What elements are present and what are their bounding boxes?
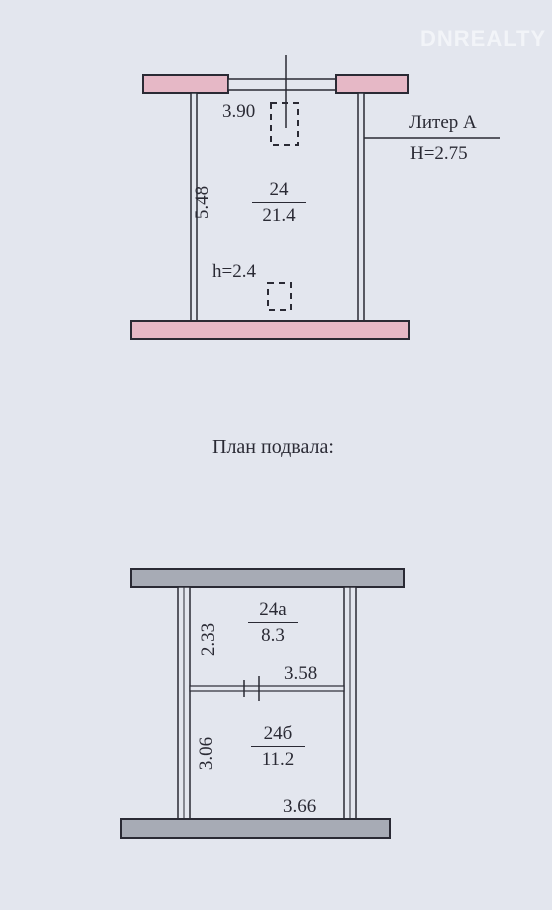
room-number: 24 bbox=[252, 180, 306, 203]
bottom-wall bbox=[130, 320, 410, 340]
ground-floor-plan bbox=[130, 55, 500, 340]
upper-length-dimension: 2.33 bbox=[198, 622, 220, 657]
room-area: 11.2 bbox=[261, 748, 295, 770]
bottom-width-dimension: 3.66 bbox=[283, 796, 317, 817]
room-number: 24а bbox=[248, 600, 298, 623]
length-dimension: 5.48 bbox=[192, 185, 214, 220]
width-dimension: 3.90 bbox=[222, 101, 256, 122]
lower-length-dimension: 3.06 bbox=[196, 736, 218, 771]
room-24b-label: 24б 11.2 bbox=[251, 724, 305, 770]
top-wall-right bbox=[335, 74, 409, 94]
room-24a-label: 24а 8.3 bbox=[248, 600, 298, 646]
vent-box-top bbox=[270, 102, 299, 146]
basement-top-wall bbox=[130, 568, 405, 588]
basement-plan bbox=[120, 568, 405, 839]
ceiling-height: h=2.4 bbox=[212, 261, 256, 282]
room-area: 21.4 bbox=[262, 204, 296, 226]
room-area: 8.3 bbox=[261, 624, 285, 646]
room-number: 24б bbox=[251, 724, 305, 747]
watermark: DNREALTY bbox=[420, 26, 547, 51]
right-wall bbox=[357, 92, 365, 322]
room-24-label: 24 21.4 bbox=[252, 180, 306, 226]
basement-title: План подвала: bbox=[212, 436, 334, 458]
basement-partition bbox=[189, 685, 345, 692]
building-height: H=2.75 bbox=[410, 143, 468, 164]
partition-width-dimension: 3.58 bbox=[284, 663, 318, 684]
top-wall-left bbox=[142, 74, 229, 94]
top-wall-opening bbox=[227, 78, 337, 91]
building-name: Литер А bbox=[409, 112, 477, 133]
basement-bottom-wall bbox=[120, 818, 391, 839]
vent-box-bottom bbox=[267, 282, 292, 311]
